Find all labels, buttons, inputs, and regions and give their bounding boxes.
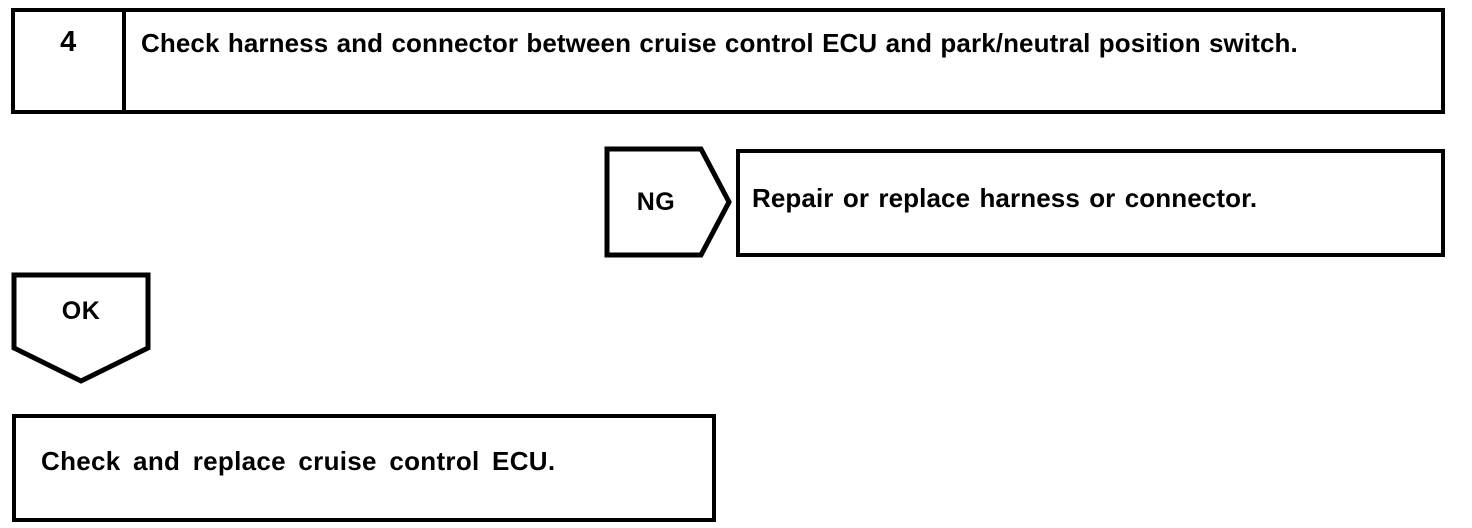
ng-result-box: Repair or replace harness or connector. [736,149,1445,257]
pentagon-arrow-down-icon [11,272,151,384]
pentagon-arrow-right-icon [604,146,732,258]
ok-result-text: Check and replace cruise control ECU. [41,446,556,476]
step-box: 4 Check harness and connector between cr… [11,8,1445,114]
step-number: 4 [60,26,77,58]
ok-result-box: Check and replace cruise control ECU. [12,414,716,522]
ng-branch-arrow: NG [604,146,732,258]
ng-branch-label: NG [636,187,676,216]
ng-result-text: Repair or replace harness or connector. [752,183,1258,213]
step-instruction: Check harness and connector between crui… [141,28,1298,58]
ok-branch-arrow: OK [11,272,151,384]
ok-branch-label: OK [61,296,101,325]
step-number-cell: 4 [15,12,126,110]
